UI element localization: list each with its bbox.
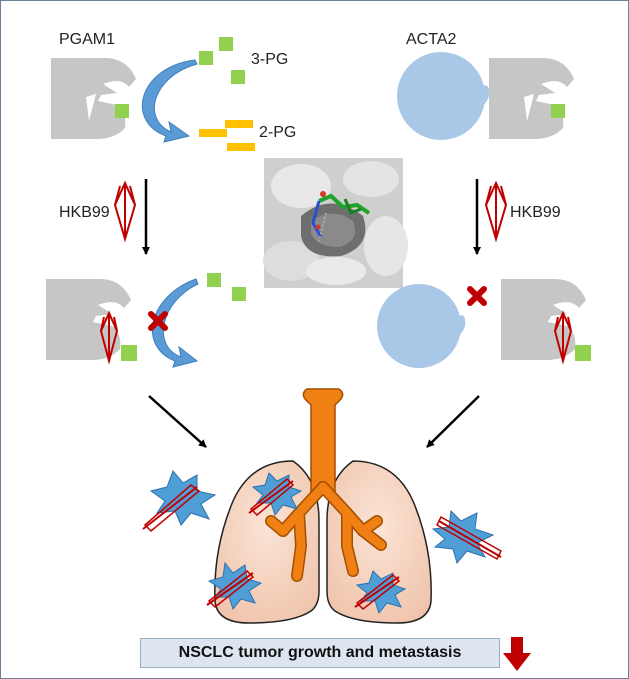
acta2-protein-separated: [377, 284, 466, 368]
tumor-star-icon: [354, 570, 407, 615]
result-text-box: NSCLC tumor growth and metastasis: [140, 638, 500, 668]
3pg-label: 3-PG: [251, 51, 288, 68]
pgam1-label: PGAM1: [59, 31, 115, 48]
hkb99-right-label: HKB99: [510, 204, 561, 221]
tumor-star-icon: [206, 561, 263, 611]
pgam1-protein-inhibited-right: [501, 279, 591, 365]
2pg-molecules: [199, 120, 255, 151]
tumor-star-icon: [142, 470, 217, 533]
acta2-label: ACTA2: [406, 31, 456, 48]
substrate-square: [121, 345, 137, 361]
hkb99-left-label: HKB99: [59, 204, 110, 221]
active-site-pocket: [86, 94, 96, 121]
bound-hkb99-icon: [553, 310, 573, 365]
pgam1-protein-top: [51, 58, 136, 139]
effect-arrow-right: [426, 395, 480, 448]
bound-hkb99-icon: [99, 310, 119, 365]
hkb99-molecule-icon: [484, 180, 508, 243]
trachea: [302, 388, 344, 492]
red-x-icon: [467, 286, 487, 306]
result-text: NSCLC tumor growth and metastasis: [178, 644, 462, 661]
docking-structure-image: [263, 158, 408, 288]
substrate-square: [115, 104, 129, 118]
3pg-molecules-middle: [207, 273, 246, 301]
hkb99-molecule-icon: [113, 180, 137, 243]
acta2-protein-top: [397, 52, 490, 140]
3pg-molecules: [199, 37, 245, 84]
effect-arrow-left: [148, 395, 207, 448]
tumor-star-icon: [248, 472, 303, 517]
2pg-label: 2-PG: [259, 124, 296, 141]
tumor-star-icon: [431, 509, 502, 565]
conversion-arrow-icon: [141, 59, 198, 143]
pgam1-protein-top-right: [489, 58, 574, 139]
down-arrow-icon: [503, 637, 531, 671]
red-x-icon: [148, 311, 168, 331]
pgam1-protein-inhibited: [46, 279, 137, 365]
